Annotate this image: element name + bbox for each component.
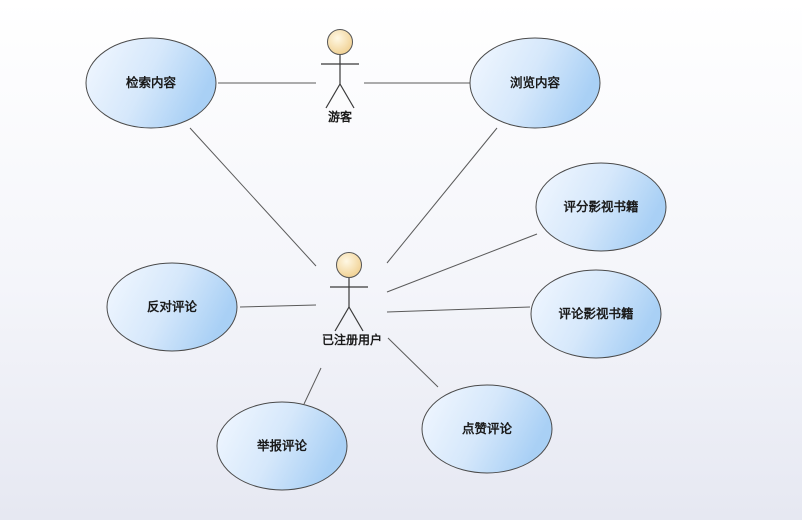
assoc-user-like: [387, 337, 439, 388]
associations: [189, 82, 538, 405]
use-case-label: 检索内容: [126, 75, 177, 90]
assoc-user-oppose: [239, 304, 317, 308]
use-case-ellipse: [535, 162, 667, 252]
use-case-ellipse: [469, 37, 601, 129]
actor-right-leg: [339, 83, 355, 109]
use-case-ellipse: [216, 401, 348, 491]
actor-left-leg: [334, 306, 350, 332]
use-case-ellipse: [85, 37, 217, 129]
use-case-like-comment[interactable]: 点赞评论: [421, 384, 553, 474]
actor-visitor[interactable]: 游客: [321, 29, 359, 125]
use-case-label: 反对评论: [147, 299, 198, 314]
use-case-label: 点赞评论: [462, 421, 513, 436]
actor-right-leg: [348, 306, 364, 332]
use-case-label: 浏览内容: [510, 75, 561, 90]
use-case-rate-media[interactable]: 评分影视书籍: [535, 162, 667, 252]
assoc-user-search: [189, 127, 317, 267]
use-case-report-comment[interactable]: 举报评论: [216, 401, 348, 491]
use-case-search-content[interactable]: 检索内容: [85, 37, 217, 129]
assoc-user-rate: [386, 233, 538, 293]
actor-head: [327, 29, 353, 55]
actor-registered-user-label: 已注册用户: [322, 332, 382, 347]
use-case-ellipse: [530, 269, 662, 359]
assoc-user-comment: [386, 306, 531, 313]
use-case-ellipse: [421, 384, 553, 474]
use-case-label: 评分影视书籍: [563, 199, 639, 214]
use-case-comment-media[interactable]: 评论影视书籍: [530, 269, 662, 359]
actor-left-leg: [325, 83, 341, 109]
use-case-oppose-comment[interactable]: 反对评论: [106, 262, 238, 352]
assoc-user-report: [303, 367, 322, 405]
use-case-label: 评论影视书籍: [558, 306, 634, 321]
use-case-ellipse: [106, 262, 238, 352]
actor-registered-user[interactable]: 已注册用户: [322, 252, 382, 348]
actor-visitor-label: 游客: [328, 109, 353, 124]
use-case-label: 举报评论: [256, 438, 308, 453]
use-case-browse-content[interactable]: 浏览内容: [469, 37, 601, 129]
actor-head: [336, 252, 362, 278]
assoc-user-browse: [386, 127, 498, 264]
